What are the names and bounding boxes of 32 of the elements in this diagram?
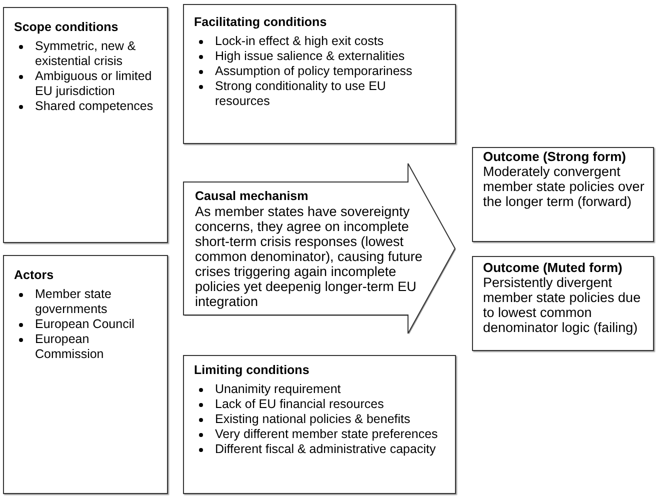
list-item-text: Different fiscal & administrative capacity (215, 442, 437, 457)
list-item-text: Ambiguous or limited EU jurisdiction (35, 69, 153, 99)
list-item-text: Member state governments (35, 287, 112, 317)
conditions-box (183, 4, 456, 144)
box-heading: Facilitating conditions (194, 15, 327, 30)
list-item-text: High issue salience & externalities (215, 49, 406, 64)
mechanism-arrow (183, 163, 456, 334)
outcome-box (472, 147, 654, 242)
box-heading: Actors (14, 268, 54, 283)
list-item-text: Shared competences (35, 99, 154, 114)
conditions-box (3, 7, 168, 243)
list-item-text: Lock-in effect & high exit costs (215, 34, 385, 49)
box-heading: Outcome (Strong form) (483, 149, 627, 164)
list-item-text: Existing national policies & benefits (215, 412, 412, 427)
body-text: As member states have sovereignty concerns, they agree on incomplete short-term crisis responses (lowest common denominator), causing future crises triggering again incomplete policies yet deepenig longer-term EU integration (195, 204, 424, 309)
list-item-text: European Commission (35, 332, 105, 362)
list-item-text: European Council (35, 317, 136, 332)
list-item-text: Lack of EU financial resources (215, 397, 385, 412)
actors-box (3, 255, 168, 494)
conditions-box (183, 355, 456, 494)
box-heading: Outcome (Muted form) (483, 260, 624, 275)
list-item-text: Assumption of policy temporariness (215, 64, 414, 79)
body-text: Persistently divergent member state policies due to lowest common denominator logic (failing) (483, 275, 642, 335)
list-item-text: Very different member state preferences (215, 427, 439, 442)
list-item-text: Unanimity requirement (215, 382, 342, 397)
body-text: Moderately convergent member state policies over the longer term (forward) (483, 164, 646, 209)
outcome-box (472, 256, 654, 351)
list-item-text: Symmetric, new & existential crisis (35, 39, 137, 69)
list-item-text: Strong conditionality to use EU resources (215, 79, 387, 109)
box-heading: Scope conditions (14, 20, 118, 35)
box-heading: Limiting conditions (194, 363, 310, 378)
box-heading: Causal mechanism (195, 189, 310, 204)
